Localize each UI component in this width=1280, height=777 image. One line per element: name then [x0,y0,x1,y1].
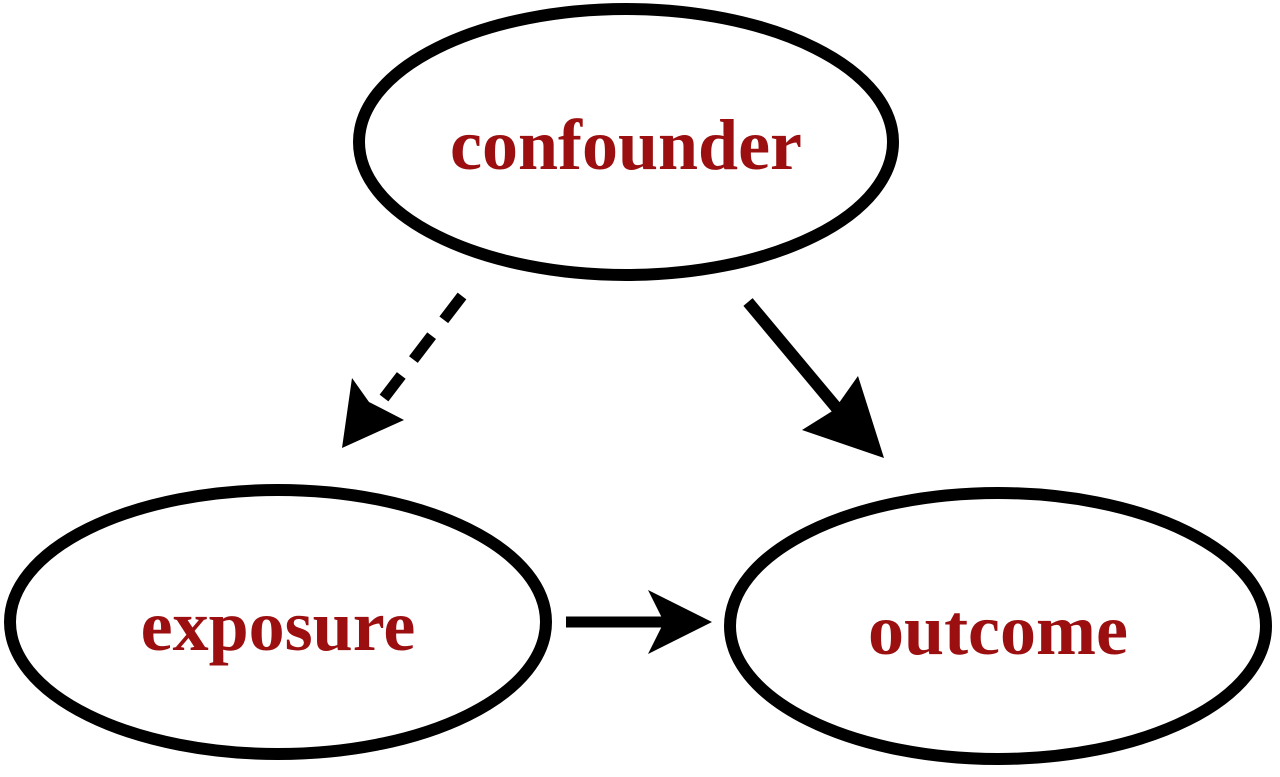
edge-confounder-to-outcome [743,298,884,458]
node-confounder: confounder [353,3,899,281]
node-exposure-ellipse [4,484,552,760]
node-outcome-label: outcome [868,590,1128,670]
edge-confounder-to-exposure-arrowhead [342,378,404,448]
edge-exposure-to-outcome-arrowhead [648,590,712,654]
node-exposure: exposure [4,484,552,760]
node-exposure-label: exposure [141,586,416,666]
node-outcome-ellipse [724,487,1272,765]
edge-confounder-to-exposure-line [379,292,467,402]
node-confounder-ellipse [353,3,899,281]
edge-confounder-to-outcome-line [743,298,845,416]
edge-confounder-to-outcome-arrowhead [802,376,884,458]
edge-exposure-to-outcome [566,590,712,654]
node-confounder-label: confounder [450,105,802,185]
node-outcome: outcome [724,487,1272,765]
edge-confounder-to-exposure [342,292,467,448]
